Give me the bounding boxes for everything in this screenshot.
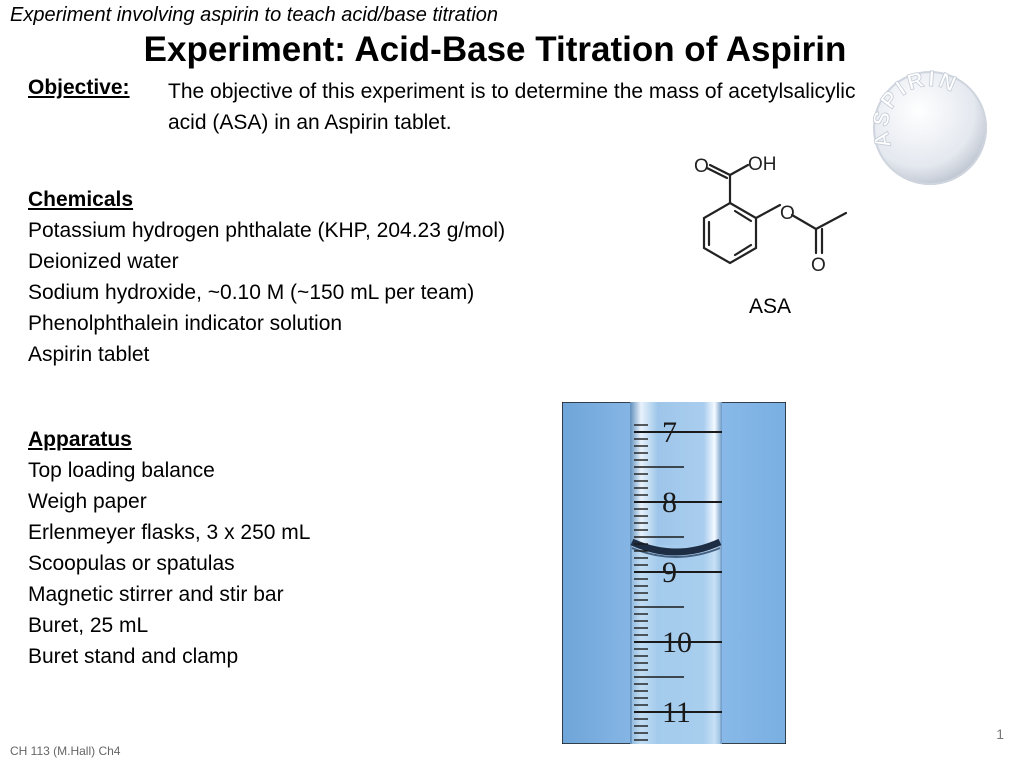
apparatus-item: Erlenmeyer flasks, 3 x 250 mL [28, 521, 311, 544]
objective-text: The objective of this experiment is to d… [168, 76, 878, 138]
atom-o-carbonyl: O [694, 156, 709, 177]
chemicals-heading: Chemicals [28, 188, 134, 211]
aspirin-tablet-image: ASPIRIN [870, 68, 987, 185]
slide-title: Experiment: Acid-Base Titration of Aspir… [143, 30, 847, 69]
chemical-item: Deionized water [28, 250, 179, 273]
atom-o-acetyl: O [811, 255, 826, 275]
buret-scale-number: 7 [662, 416, 677, 449]
buret-scale-number: 9 [662, 556, 677, 589]
apparatus-section: Apparatus Top loading balance Weigh pape… [28, 424, 310, 672]
chemical-item: Phenolphthalein indicator solution [28, 312, 343, 335]
buret-photo: 7 8 9 10 11 [562, 402, 786, 744]
chemical-item: Potassium hydrogen phthalate (KHP, 204.2… [28, 219, 506, 242]
chemical-item: Sodium hydroxide, ~0.10 M (~150 mL per t… [28, 281, 475, 304]
buret-graduations [634, 424, 722, 741]
apparatus-item: Buret stand and clamp [28, 645, 239, 668]
apparatus-item: Scoopulas or spatulas [28, 552, 235, 575]
asa-structure-diagram: O OH O O [694, 154, 848, 275]
apparatus-item: Buret, 25 mL [28, 614, 149, 637]
atom-o-ester: O [780, 203, 795, 224]
objective-line-2: acid (ASA) in an Aspirin tablet. [168, 111, 452, 134]
page-number: 1 [996, 726, 1004, 742]
slide-subtitle: Experiment involving aspirin to teach ac… [10, 4, 499, 26]
atom-oh: OH [748, 154, 777, 175]
apparatus-item: Weigh paper [28, 490, 147, 513]
chemical-item: Aspirin tablet [28, 343, 150, 366]
buret-scale-number: 10 [662, 626, 692, 659]
objective-line-1: The objective of this experiment is to d… [168, 80, 856, 103]
buret-numbers: 7 8 9 10 11 [662, 416, 692, 729]
buret-scale-number: 11 [662, 696, 691, 729]
footer-text: CH 113 (M.Hall) Ch4 [10, 744, 121, 758]
apparatus-heading: Apparatus [28, 428, 132, 451]
apparatus-item: Top loading balance [28, 459, 215, 482]
objective-label: Objective: [28, 76, 130, 99]
apparatus-item: Magnetic stirrer and stir bar [28, 583, 284, 606]
buret-scale-number: 8 [662, 486, 677, 519]
asa-label: ASA [749, 295, 792, 318]
chemicals-section: Chemicals Potassium hydrogen phthalate (… [28, 184, 505, 370]
